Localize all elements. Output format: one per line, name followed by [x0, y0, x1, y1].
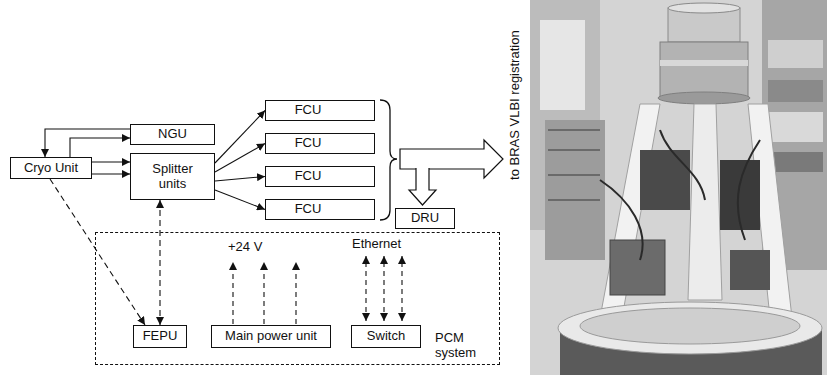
- box-label: Main power unit: [225, 329, 317, 343]
- caption-label: to BRAS VLBI registration: [508, 30, 522, 180]
- box-label: FCU: [295, 169, 322, 183]
- dru-box: DRU: [395, 208, 455, 229]
- signal-arrow: [92, 161, 130, 162]
- ngu-box: NGU: [130, 124, 215, 145]
- fepu-box: FEPU: [133, 325, 187, 348]
- signal-arrow: [70, 138, 130, 157]
- signal-arrow: [215, 144, 265, 173]
- ethernet-lines: [366, 256, 402, 321]
- equipment-photo: [530, 0, 827, 375]
- control-line: [50, 179, 145, 325]
- fcu-box: FCU: [265, 199, 375, 220]
- signal-arrow: [92, 173, 130, 174]
- box-label: FEPU: [143, 329, 178, 343]
- pcm-system-region: PCM system FEPU Main power unit Switch: [95, 232, 500, 365]
- fcu-box: FCU: [265, 133, 375, 154]
- box-label: DRU: [411, 211, 439, 225]
- box-label: Cryo Unit: [24, 161, 78, 175]
- signal-arrow: [215, 111, 265, 164]
- splitter-box: Splitter units: [130, 153, 215, 200]
- switch-box: Switch: [351, 325, 421, 348]
- signal-arrow: [215, 177, 265, 182]
- voltage-label: +24 V: [228, 240, 262, 254]
- cryo-unit-box: Cryo Unit: [10, 157, 92, 179]
- box-label: NGU: [158, 127, 187, 141]
- curly-brace: [380, 100, 397, 220]
- signal-arrow: [45, 129, 130, 157]
- region-label: PCM system: [435, 331, 493, 360]
- box-label: Splitter units: [142, 162, 204, 191]
- fcu-box: FCU: [265, 100, 375, 121]
- box-label: FCU: [295, 103, 322, 117]
- network-label: Ethernet: [352, 237, 401, 251]
- box-label: FCU: [295, 202, 322, 216]
- fcu-box: FCU: [265, 166, 375, 187]
- box-label: FCU: [295, 136, 322, 150]
- control-line: [159, 200, 160, 325]
- power-unit-box: Main power unit: [211, 325, 331, 348]
- dru-arrow: [409, 168, 436, 205]
- signal-arrow: [215, 190, 265, 210]
- power-lines: [233, 262, 296, 324]
- box-label: Switch: [367, 329, 405, 343]
